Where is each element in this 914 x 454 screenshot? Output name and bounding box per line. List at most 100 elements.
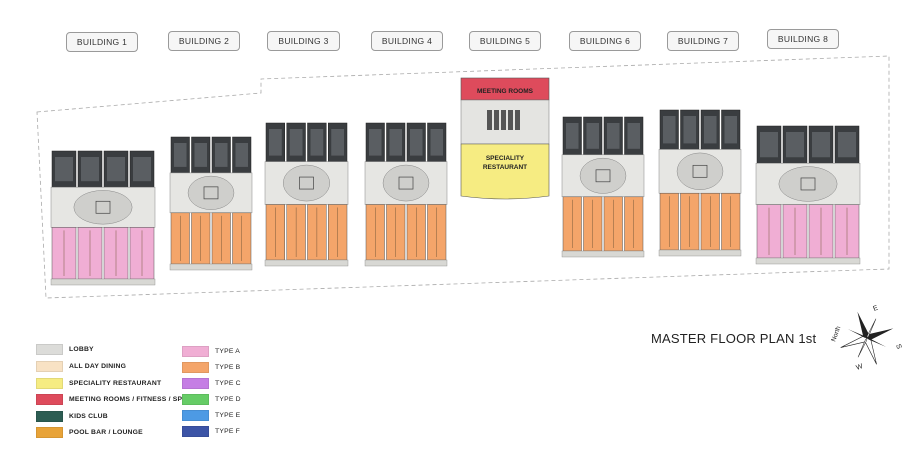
stair-core	[692, 164, 708, 178]
lobby-atrium	[283, 164, 330, 202]
site-boundary	[36, 55, 890, 299]
lobby-atrium	[676, 152, 724, 190]
stair-core	[299, 176, 314, 190]
unit-interior	[215, 143, 228, 167]
unit-interior	[760, 132, 778, 158]
building-1-label: BUILDING 1	[66, 32, 138, 52]
unit-interior	[786, 132, 804, 158]
building-6-label: BUILDING 6	[569, 31, 641, 51]
building-1-footprint	[50, 150, 156, 286]
unit-interior	[389, 129, 402, 156]
legend-label: TYPE D	[215, 395, 241, 403]
stair-mark	[487, 110, 492, 130]
unit-interior	[331, 129, 344, 156]
unit-interior	[430, 129, 443, 156]
legend-item-all-day-dining: ALL DAY DINING	[36, 360, 126, 372]
stair-mark	[494, 110, 499, 130]
legend-item-type-c: TYPE C	[182, 377, 241, 389]
legend-swatch	[182, 393, 209, 405]
stair-mark	[508, 110, 513, 130]
compass-north-label: North	[830, 325, 842, 343]
legend-item-kids-club: KIDS CLUB	[36, 410, 108, 422]
terrace-band	[364, 259, 448, 267]
legend-swatch	[36, 410, 63, 422]
stair-core	[95, 200, 111, 214]
stair-mark	[515, 110, 520, 130]
legend-swatch	[182, 345, 209, 357]
lobby-atrium	[187, 175, 235, 210]
legend-label: TYPE E	[215, 411, 241, 419]
building-8-footprint	[755, 125, 861, 265]
compass-e-label: E	[872, 305, 879, 313]
speciality-restaurant-area	[460, 143, 550, 200]
building-5-label: BUILDING 5	[469, 31, 541, 51]
building-6-footprint	[561, 116, 645, 258]
compass-w-label: W	[855, 363, 864, 372]
lobby-atrium	[579, 157, 627, 194]
building-2-footprint	[169, 136, 253, 271]
unit-interior	[586, 123, 599, 149]
building-7-footprint	[658, 109, 742, 257]
unit-interior	[683, 116, 696, 144]
legend-swatch	[36, 393, 63, 405]
stair-core	[595, 169, 611, 183]
unit-interior	[838, 132, 856, 158]
legend-swatch	[182, 409, 209, 421]
legend-item-type-f: TYPE F	[182, 425, 240, 437]
compass-s-label: S	[894, 343, 902, 350]
legend-label: SPECIALITY RESTAURANT	[69, 379, 162, 387]
legend-swatch	[182, 425, 209, 437]
legend-item-pool-bar: POOL BAR / LOUNGE	[36, 426, 143, 438]
compass-rose-icon: North E S W	[830, 305, 902, 372]
plan-title: MASTER FLOOR PLAN 1st	[651, 331, 817, 346]
unit-interior	[269, 129, 282, 156]
legend-label: TYPE A	[215, 347, 240, 355]
legend-item-lobby: LOBBY	[36, 343, 94, 355]
terrace-band	[658, 249, 742, 257]
unit-interior	[310, 129, 324, 156]
lobby-atrium	[382, 164, 430, 202]
legend-label: MEETING ROOMS / FITNESS / SPA	[69, 395, 187, 403]
building-3-footprint	[264, 122, 349, 267]
lobby-atrium	[73, 190, 133, 225]
unit-interior	[289, 129, 303, 156]
lobby-atrium	[778, 166, 838, 202]
unit-interior	[607, 123, 620, 149]
unit-interior	[81, 157, 99, 182]
legend-swatch	[182, 361, 209, 373]
unit-interior	[627, 123, 640, 149]
unit-interior	[235, 143, 248, 167]
terrace-band	[264, 259, 349, 267]
unit-interior	[194, 143, 207, 167]
unit-interior	[566, 123, 579, 149]
unit-interior	[724, 116, 737, 144]
building-5-footprint: MEETING ROOMS SPECIALITY RESTAURANT	[460, 77, 550, 200]
terrace-band	[755, 257, 861, 265]
unit-interior	[704, 116, 717, 144]
stair-core	[203, 186, 219, 200]
meeting-rooms-label: MEETING ROOMS	[477, 88, 534, 95]
legend-item-type-a: TYPE A	[182, 345, 240, 357]
terrace-band	[169, 263, 253, 271]
building-7-label: BUILDING 7	[667, 31, 739, 51]
unit-interior	[663, 116, 676, 144]
building-4-footprint	[364, 122, 448, 267]
legend-item-type-b: TYPE B	[182, 361, 240, 373]
legend-swatch	[36, 360, 63, 372]
unit-interior	[369, 129, 382, 156]
building-2-label: BUILDING 2	[168, 31, 240, 51]
building-8-label: BUILDING 8	[767, 29, 839, 49]
unit-interior	[174, 143, 187, 167]
legend-swatch	[36, 426, 63, 438]
building-4-label: BUILDING 4	[371, 31, 443, 51]
legend-swatch	[36, 377, 63, 389]
legend-item-meeting-rooms: MEETING ROOMS / FITNESS / SPA	[36, 393, 187, 405]
legend-swatch	[182, 377, 209, 389]
legend-label: POOL BAR / LOUNGE	[69, 428, 143, 436]
legend-label: LOBBY	[69, 345, 94, 353]
unit-interior	[410, 129, 423, 156]
master-floor-plan: MEETING ROOMS SPECIALITY RESTAURANT	[36, 55, 890, 299]
speciality-restaurant-label: SPECIALITY	[486, 155, 525, 162]
speciality-restaurant-label: RESTAURANT	[483, 164, 527, 171]
unit-interior	[107, 157, 125, 182]
